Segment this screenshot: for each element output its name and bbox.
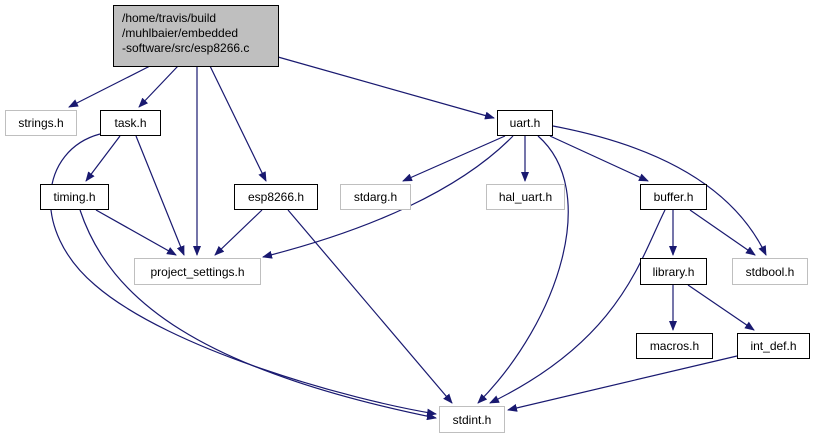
node-stdint-h: stdint.h (439, 406, 505, 433)
edge-uart-h-to-stdarg-h (402, 135, 506, 182)
node-timing-h[interactable]: timing.h (40, 184, 109, 210)
node-label: stdbool.h (745, 264, 795, 279)
node-label: buffer.h (653, 190, 694, 204)
node-label: macros.h (649, 339, 700, 353)
edge-buffer-h-to-stdbool-h (689, 209, 756, 256)
root-path-line-3: -software/src/esp8266.c (122, 41, 250, 55)
node-esp8266-c[interactable]: /home/travis/build /muhlbaier/embedded -… (113, 5, 279, 67)
edge-task-h-to-timing-h (85, 135, 121, 182)
edge-esp8266-c-to-task-h (138, 65, 179, 108)
node-macros-h[interactable]: macros.h (636, 333, 713, 359)
node-task-h[interactable]: task.h (100, 110, 161, 136)
edge-uart-h-to-stdint-h (477, 135, 569, 404)
node-label: stdarg.h (353, 190, 398, 204)
edge-timing-h-to-project-settings-h (95, 209, 177, 256)
node-label: stdint.h (452, 412, 492, 427)
edge-library-h-to-int-def-h (687, 284, 755, 331)
edge-esp8266-h-to-project-settings-h (214, 209, 263, 256)
node-hal-uart-h: hal_uart.h (486, 184, 565, 210)
edge-esp8266-c-to-esp8266-h (209, 65, 267, 182)
node-uart-h[interactable]: uart.h (497, 110, 553, 136)
edge-timing-h-to-stdint-h (79, 209, 437, 421)
edge-esp8266-h-to-stdint-h (287, 209, 453, 404)
node-label: esp8266.h (247, 190, 305, 204)
edge-uart-h-to-buffer-h (549, 135, 649, 182)
node-label: uart.h (509, 116, 541, 130)
edge-int-def-h-to-stdint-h (507, 355, 738, 412)
node-project-settings-h: project_settings.h (134, 258, 261, 285)
edge-task-h-to-project-settings-h (135, 135, 185, 256)
root-path-line-1: /home/travis/build (122, 11, 217, 25)
node-label: hal_uart.h (498, 190, 553, 204)
edge-esp8266-c-to-strings-h (68, 65, 151, 108)
node-label: library.h (652, 264, 695, 279)
edge-task-h-to-stdint-h (50, 133, 437, 417)
node-stdarg-h: stdarg.h (340, 184, 411, 210)
node-label: int_def.h (750, 339, 797, 353)
node-esp8266-h[interactable]: esp8266.h (234, 184, 318, 210)
node-label: task.h (114, 116, 147, 130)
node-buffer-h[interactable]: buffer.h (640, 184, 707, 210)
edge-buffer-h-to-stdint-h (489, 209, 666, 404)
node-stdbool-h: stdbool.h (732, 258, 808, 285)
edge-esp8266-c-to-uart-h (277, 56, 495, 120)
node-library-h[interactable]: library.h (640, 258, 707, 285)
node-label: project_settings.h (150, 264, 245, 279)
root-path-line-2: /muhlbaier/embedded (122, 26, 239, 40)
node-int-def-h[interactable]: int_def.h (737, 333, 810, 359)
node-label: timing.h (53, 190, 96, 204)
node-strings-h: strings.h (5, 110, 77, 136)
edge-uart-h-to-stdbool-h (552, 125, 767, 256)
node-label: strings.h (18, 116, 64, 130)
